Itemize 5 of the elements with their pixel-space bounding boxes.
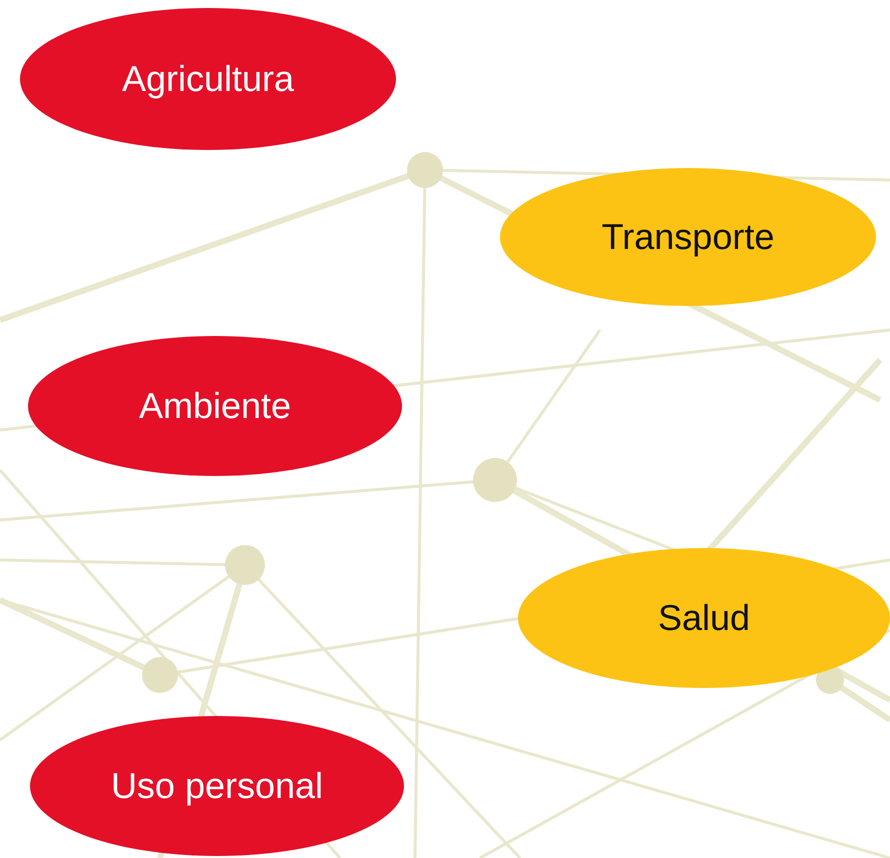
category-label: Agricultura	[122, 56, 294, 101]
category-label: Transporte	[602, 214, 774, 259]
category-label: Uso personal	[110, 764, 324, 808]
category-label: Salud	[658, 596, 750, 640]
category-label: Ambiente	[138, 384, 292, 428]
